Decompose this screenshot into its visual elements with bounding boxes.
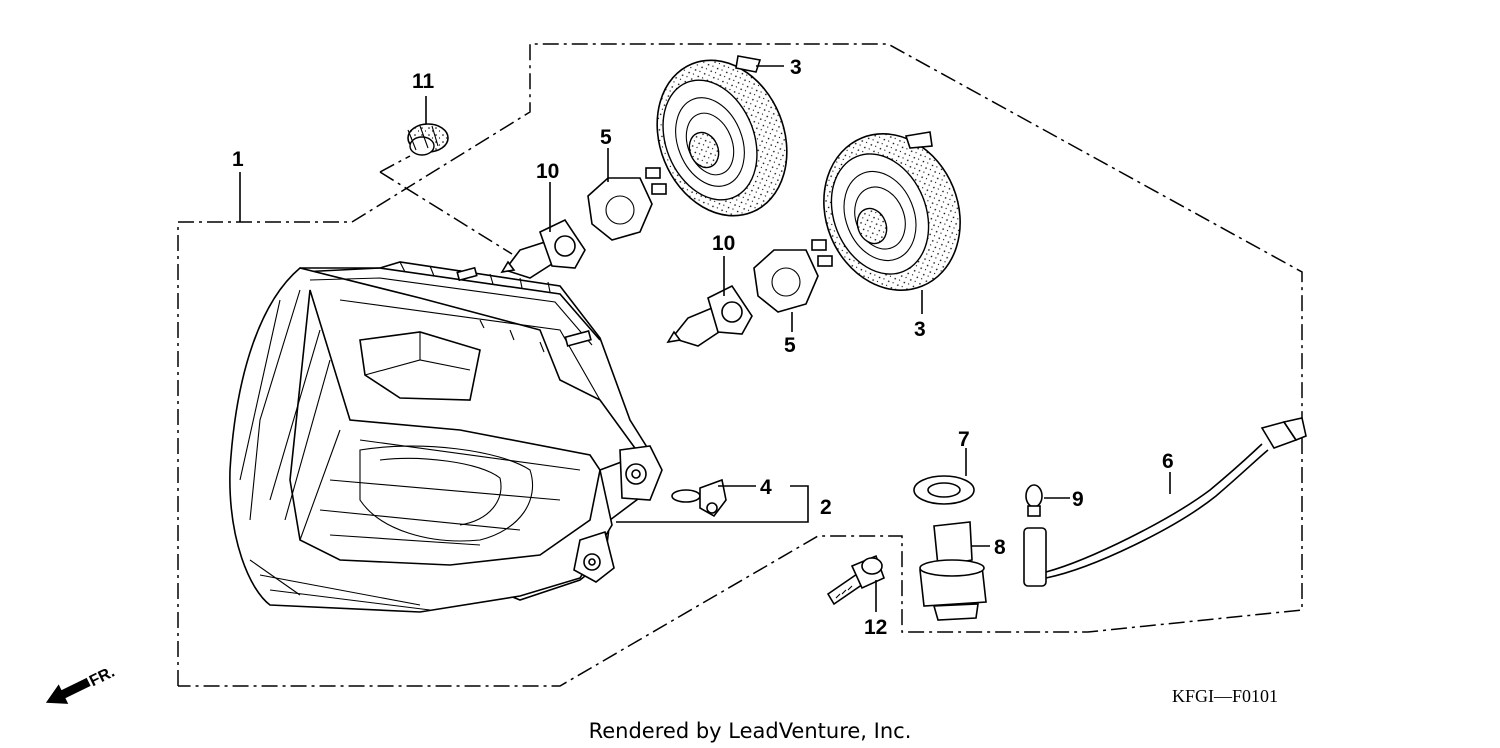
callout-11: 11	[412, 70, 435, 93]
front-direction-arrow: FR.	[45, 664, 118, 704]
headlight-bulb-upper	[500, 218, 586, 279]
callout-2: 2	[820, 496, 832, 519]
callout-3-lower: 3	[914, 318, 926, 341]
callout-1: 1	[232, 148, 244, 171]
wire-harness	[1023, 417, 1307, 587]
callout-10-lower: 10	[712, 232, 735, 255]
grommet	[407, 123, 449, 156]
position-light-socket	[671, 478, 727, 518]
callout-10-upper: 10	[536, 160, 559, 183]
callout-3-upper: 3	[790, 56, 802, 79]
bulb-socket-lower	[753, 239, 833, 313]
callout-7: 7	[958, 428, 970, 451]
callout-5-lower: 5	[784, 334, 796, 357]
bulb-socket-upper	[587, 167, 667, 241]
dust-cover-lower	[823, 131, 961, 291]
dust-cover-upper	[656, 55, 788, 217]
callout-9: 9	[1072, 488, 1084, 511]
position-socket	[919, 521, 987, 621]
position-bulb	[1025, 484, 1043, 517]
callout-labels: 1 2 3 3 4 5 5 6 7 8 9 10 10 11 12	[232, 56, 1174, 639]
callout-6: 6	[1162, 450, 1174, 473]
front-label: FR.	[87, 664, 118, 691]
assembly-outline	[177, 43, 1303, 687]
headlight-bulb-lower	[666, 284, 753, 347]
washer	[913, 475, 975, 505]
callout-8: 8	[994, 536, 1006, 559]
adjusting-screw	[826, 554, 886, 606]
leader-lines	[239, 65, 1171, 612]
diagram-code: KFGI—F0101	[1172, 686, 1278, 706]
callout-4: 4	[760, 476, 772, 499]
headlight-unit	[229, 261, 663, 613]
callout-5-upper: 5	[600, 126, 612, 149]
callout-12: 12	[864, 616, 887, 639]
credit-text: Rendered by LeadVenture, Inc.	[589, 719, 912, 743]
